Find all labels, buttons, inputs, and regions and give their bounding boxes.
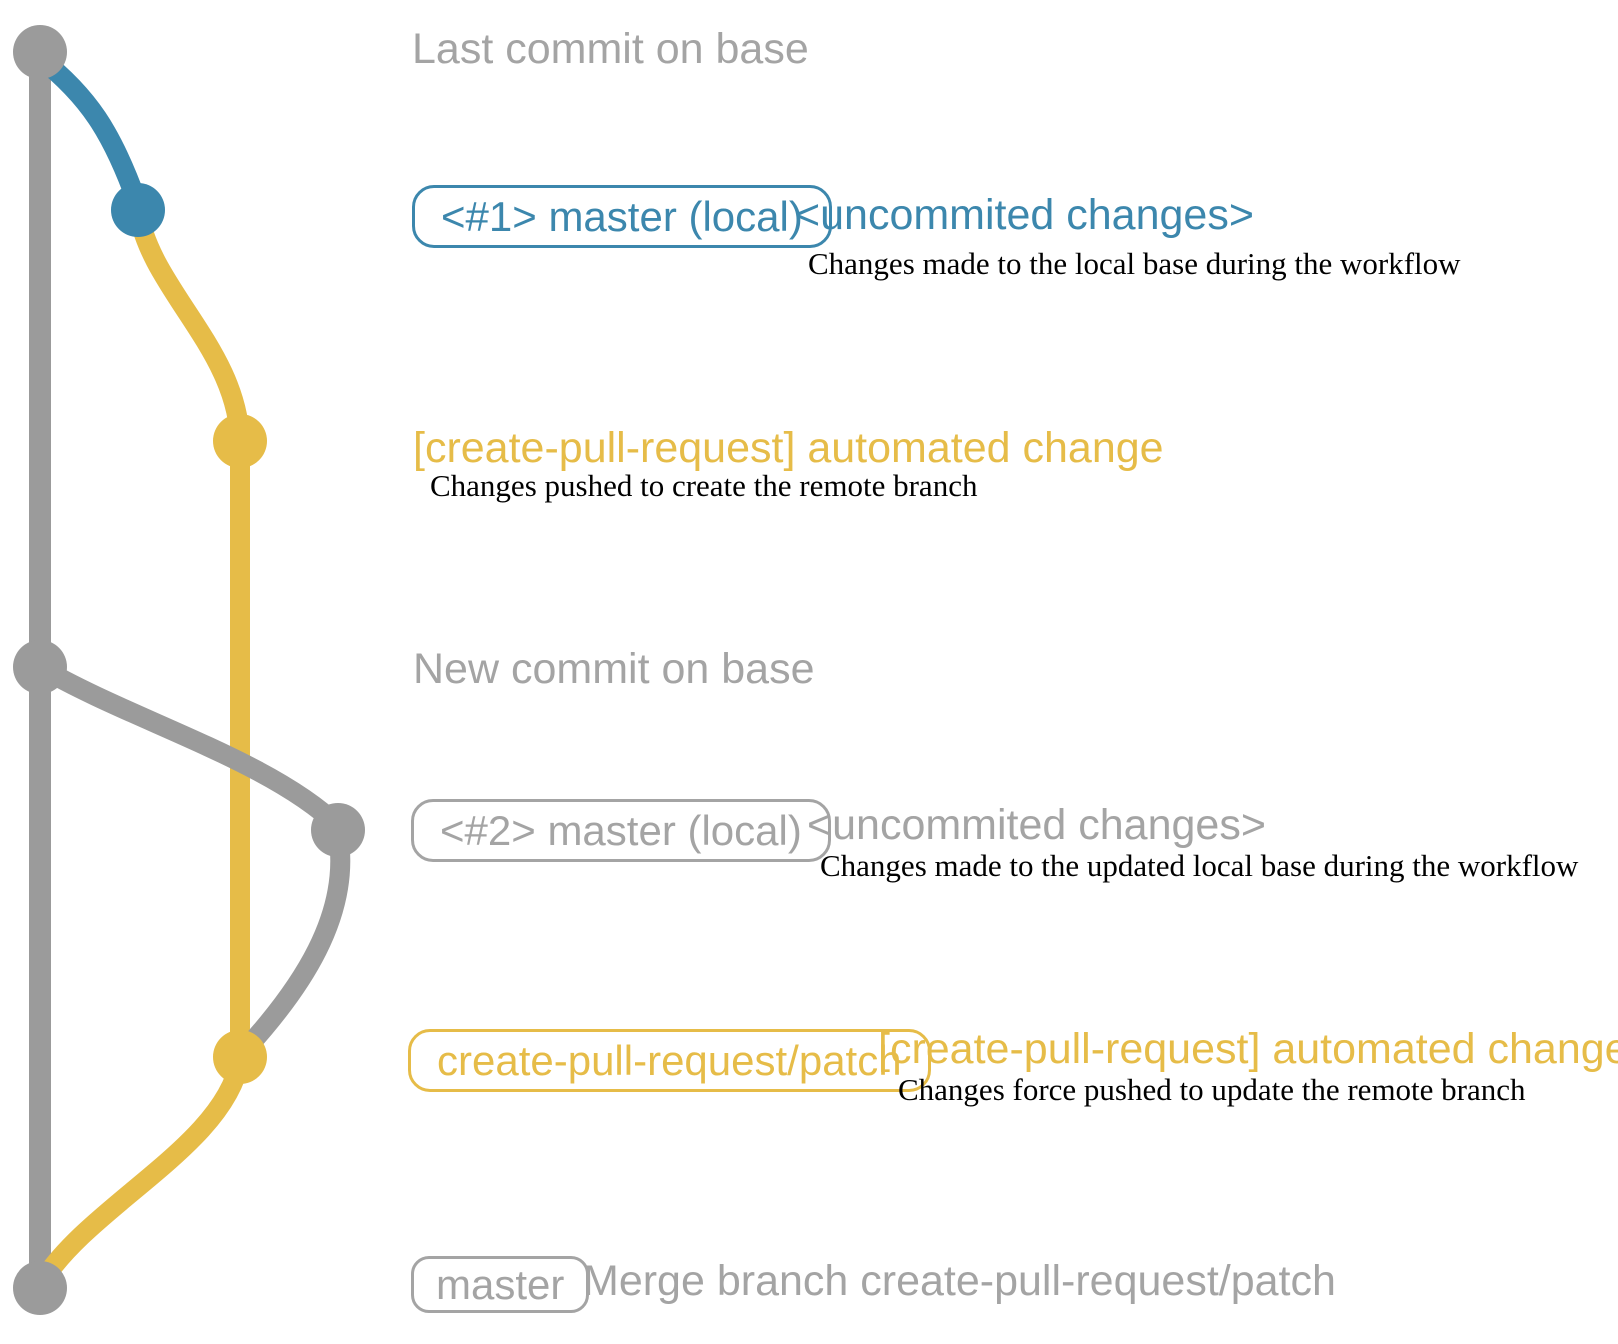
desc-force-pushed-update-remote: Changes force pushed to update the remot… xyxy=(898,1072,1526,1107)
caption-new-commit-on-base: New commit on base xyxy=(413,645,815,693)
desc-local-base-changes-1: Changes made to the local base during th… xyxy=(808,246,1461,281)
branch-badge-master: master xyxy=(411,1256,590,1313)
local-master-edge-1 xyxy=(30,48,147,212)
commit-merge-on-base xyxy=(13,1261,67,1315)
desc-local-base-changes-2: Changes made to the updated local base d… xyxy=(820,848,1579,883)
commit-create-pull-request-1 xyxy=(213,414,267,468)
note-automated-change-2: [create-pull-request] automated change xyxy=(878,1025,1618,1073)
local-master-edge-2-in xyxy=(233,824,351,1062)
note-uncommited-changes-1: <uncommited changes> xyxy=(795,191,1254,239)
commit-last-on-base xyxy=(13,25,67,79)
merge-edge xyxy=(32,1050,250,1292)
branch-badge-master-local-2: <#2> master (local) xyxy=(411,799,831,862)
branch-badge-create-pull-request-patch: create-pull-request/patch xyxy=(408,1029,931,1092)
desc-pushed-create-remote: Changes pushed to create the remote bran… xyxy=(430,468,978,503)
note-merge-branch: Merge branch create-pull-request/patch xyxy=(583,1257,1336,1305)
note-uncommited-changes-2: <uncommited changes> xyxy=(807,801,1266,849)
note-automated-change-1: [create-pull-request] automated change xyxy=(413,424,1164,472)
commit-create-pull-request-2 xyxy=(213,1030,267,1084)
commit-1-local-master xyxy=(111,183,165,237)
branch-badge-master-local-1: <#1> master (local) xyxy=(412,185,832,248)
caption-last-commit-on-base: Last commit on base xyxy=(412,25,809,73)
commit-2-local-master xyxy=(311,803,365,857)
commit-nodes xyxy=(13,25,365,1315)
local-master-edge-2-out xyxy=(30,657,348,836)
commit-new-on-base xyxy=(13,640,67,694)
create-pull-request-branch-line xyxy=(128,200,250,1067)
